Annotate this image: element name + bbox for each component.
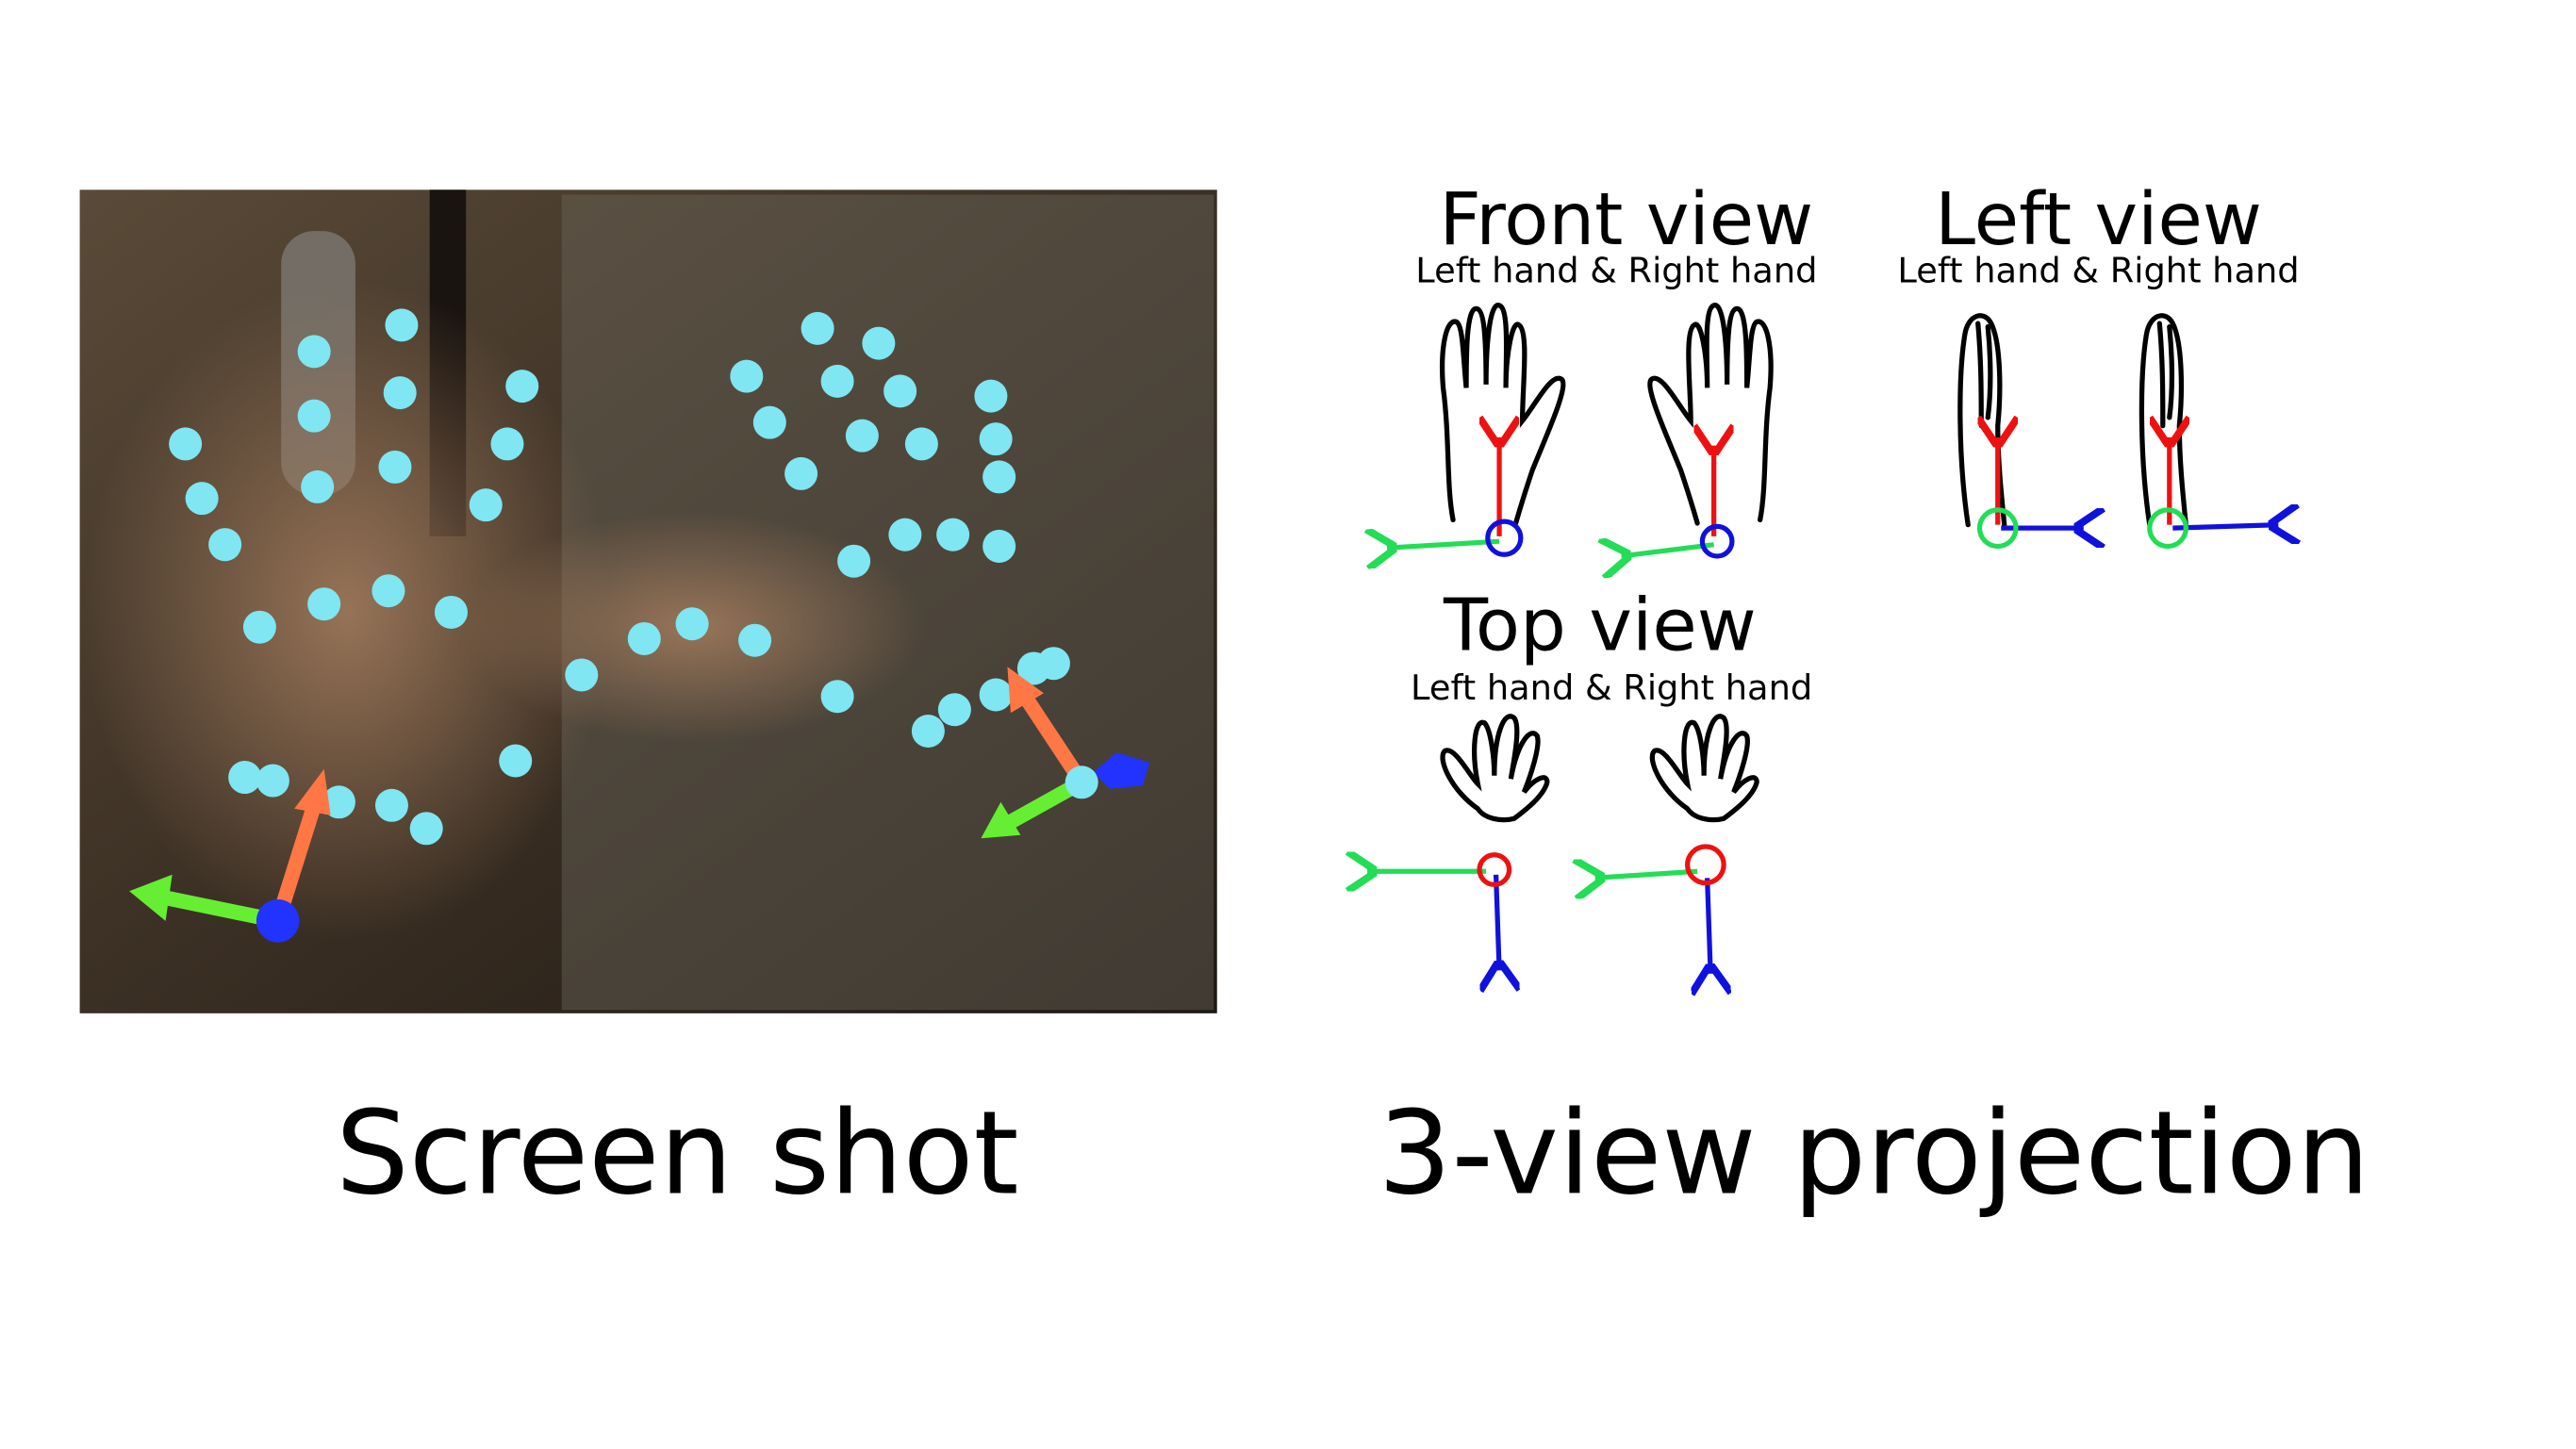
top-view-left-hand [1367, 716, 1547, 971]
green-axis-circle [2147, 507, 2188, 550]
keypoint-dot [974, 379, 1008, 413]
blue-axis-arrow [2172, 525, 2278, 529]
left-view-left-hand [1960, 316, 2084, 550]
keypoint-dot [322, 785, 355, 819]
top-view-right-hand [1595, 716, 1758, 974]
keypoint-dot [752, 405, 786, 439]
top-view-subtitle: Left hand & Right hand [1411, 667, 1812, 708]
keypoint-dot [801, 311, 834, 345]
green-axis-arrow [1387, 541, 1500, 548]
keypoint-dot [883, 374, 917, 408]
keypoint-dot [675, 607, 709, 641]
green-axis-arrow [1622, 545, 1714, 556]
keypoint-dot [627, 621, 661, 655]
keypoint-dot [434, 595, 468, 629]
keypoint-dot [499, 744, 533, 778]
blue-axis-arrow [1708, 878, 1711, 974]
keypoint-dot [888, 518, 922, 552]
green-arrowhead [981, 801, 1021, 839]
hand-drawing [1443, 716, 1547, 820]
projection-caption: 3-view projection [1379, 1086, 2370, 1221]
keypoint-dot [936, 518, 970, 552]
screenshot-caption: Screen shot [336, 1086, 1019, 1221]
front-view-title: Front view [1440, 178, 1814, 262]
keypoint-dot [904, 427, 938, 461]
front-view-left-hand [1387, 305, 1563, 555]
hand-drawing [2141, 316, 2186, 525]
keypoint-dot [565, 658, 599, 692]
keypoint-dot [297, 335, 331, 369]
orange-arrowhead [294, 768, 331, 815]
front-view-subtitle: Left hand & Right hand [1415, 250, 1817, 290]
red-axis-circle [1477, 852, 1512, 887]
keypoint-dot [983, 529, 1016, 563]
keypoint-dot [979, 422, 1013, 456]
keypoint-dot [979, 678, 1013, 712]
keypoint-dot [784, 456, 818, 490]
keypoint-dot [301, 469, 335, 503]
hand-drawing [1652, 716, 1757, 820]
keypoint-dot [409, 812, 443, 846]
keypoint-dot [372, 574, 405, 608]
blue-axis-circle [1699, 523, 1735, 559]
keypoint-dot [862, 326, 896, 360]
keypoint-dot [490, 427, 524, 461]
hand-keypoints [169, 308, 1070, 846]
keypoint-dot [845, 419, 879, 453]
left-view-right-hand [2141, 316, 2278, 550]
right-hand-axes [981, 667, 1149, 839]
keypoint-dot [185, 482, 219, 516]
left-hand-blur [83, 280, 612, 941]
keypoint-dot [730, 359, 764, 393]
blue-axis-circle [1485, 519, 1524, 557]
screenshot-photo [79, 189, 1217, 1013]
keypoint-dot [937, 693, 971, 727]
origin-keypoint [1065, 766, 1098, 799]
keypoint-dot [378, 450, 412, 484]
keypoint-dot [911, 714, 945, 749]
keypoint-dot [307, 587, 341, 621]
keypoint-dot [820, 680, 854, 714]
green-axis-circle [1976, 507, 2019, 550]
keypoint-dot [1036, 647, 1070, 681]
left-view-title: Left view [1935, 178, 2262, 262]
blue-axis-arrow [1093, 752, 1149, 789]
keypoint-dot [208, 528, 242, 562]
left-view-subtitle: Left hand & Right hand [1897, 250, 2299, 290]
green-arrowhead [129, 874, 173, 921]
keypoint-dot [297, 399, 331, 433]
hand-drawing [1650, 305, 1771, 523]
keypoint-dot [385, 308, 419, 342]
keypoint-dot [469, 488, 503, 522]
keypoint-dot [505, 370, 539, 403]
keypoint-dot [256, 764, 289, 798]
keypoint-dot [983, 460, 1016, 494]
keypoint-dot [169, 427, 203, 461]
top-view-title: Top view [1443, 585, 1757, 668]
keypoint-dot [820, 364, 854, 398]
keypoint-dot [228, 761, 262, 795]
blue-axis-origin [256, 899, 300, 943]
red-axis-circle [1685, 844, 1726, 886]
left-hand-axes [129, 768, 331, 943]
keypoint-dot [242, 610, 276, 644]
keypoint-dot [837, 544, 871, 578]
keypoint-dot [383, 376, 417, 410]
green-axis-arrow [1595, 871, 1698, 878]
blue-axis-arrow [1496, 874, 1500, 971]
orange-arrowhead [1007, 667, 1044, 714]
keypoint-dot [738, 623, 772, 657]
front-view-right-hand [1622, 305, 1771, 556]
keypoint-dot [374, 788, 408, 822]
hand-drawing [1443, 305, 1563, 523]
